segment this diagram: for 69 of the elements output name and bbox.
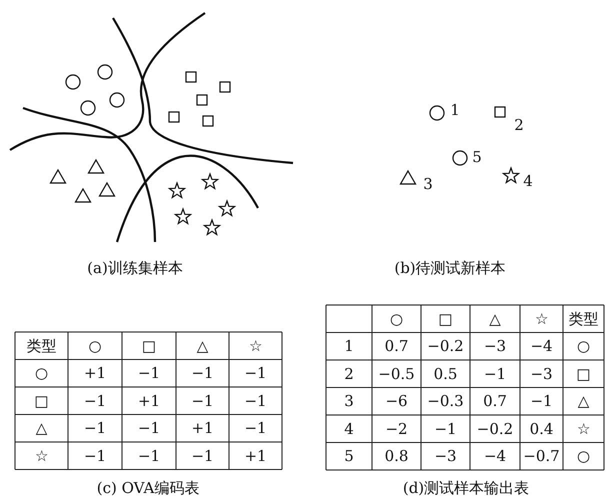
table-value: −1: [84, 420, 106, 436]
table-value: −3: [434, 448, 457, 464]
table-value: −1: [191, 392, 214, 409]
row-header: 1: [344, 338, 354, 354]
table-value: −0.3: [427, 393, 464, 410]
column-header: △: [196, 338, 208, 354]
row-header: □: [576, 366, 591, 382]
row-header: ☆: [577, 420, 590, 437]
table-value: −1: [244, 365, 267, 382]
table-value: 0.4: [530, 420, 554, 437]
sample-number: 2: [514, 116, 524, 134]
row-header: 4: [344, 420, 354, 437]
column-header: △: [489, 310, 501, 327]
table-value: −0.2: [476, 420, 514, 437]
column-header: ☆: [535, 310, 548, 327]
row-header: 5: [344, 448, 354, 464]
row-header: △: [578, 393, 590, 410]
table-value: +1: [191, 420, 214, 436]
row-header: ○: [576, 338, 590, 354]
column-header: ○: [390, 310, 404, 327]
table-value: −1: [191, 448, 214, 464]
table-value: −1: [138, 448, 160, 464]
table-value: +1: [244, 448, 267, 464]
column-header: ☆: [249, 338, 262, 354]
row-header: △: [36, 420, 48, 436]
table-value: −1: [244, 420, 267, 436]
table-value: −1: [191, 365, 214, 382]
table-value: 0.7: [384, 338, 408, 354]
table-value: +1: [84, 365, 106, 382]
table-value: +1: [138, 392, 160, 409]
table-value: −1: [530, 393, 553, 410]
table-value: 0.7: [483, 393, 507, 410]
sample-number: 5: [472, 148, 482, 166]
table-value: −0.5: [378, 366, 415, 382]
column-header: □: [142, 338, 156, 354]
table-value: −1: [434, 420, 457, 437]
table-value: −4: [484, 448, 506, 464]
row-header: ○: [576, 448, 590, 464]
table-value: 0.5: [434, 366, 458, 382]
table-value: −1: [84, 448, 106, 464]
table-value: −3: [530, 366, 553, 382]
column-header: 类型: [568, 310, 598, 327]
table-value: −2: [385, 420, 408, 437]
table-value: −1: [138, 420, 160, 436]
row-header: ○: [34, 365, 48, 382]
column-header: □: [438, 310, 453, 327]
table-value: −0.2: [427, 338, 464, 354]
table-value: −1: [484, 366, 506, 382]
panel-caption: (c) OVA编码表: [96, 480, 200, 496]
row-header: 3: [344, 393, 354, 410]
panel-caption: (d)测试样本输出表: [402, 480, 530, 496]
table-value: −4: [530, 338, 553, 354]
table-value: 0.8: [384, 448, 408, 464]
table-value: −1: [138, 365, 160, 382]
table-value: −1: [244, 392, 267, 409]
column-header: 类型: [26, 338, 56, 354]
row-header: 2: [344, 366, 354, 382]
sample-number: 1: [450, 102, 460, 118]
sample-number: 3: [423, 176, 433, 192]
row-header: ☆: [35, 448, 48, 464]
column-header: ○: [88, 338, 102, 354]
table-value: −0.7: [523, 448, 560, 464]
table-value: −6: [385, 393, 408, 410]
row-header: □: [34, 392, 49, 409]
panel-caption: (a)训练集样本: [87, 260, 183, 276]
sample-number: 4: [523, 172, 533, 190]
table-value: −3: [484, 338, 506, 354]
table-value: −1: [84, 392, 106, 409]
panel-caption: (b)待测试新样本: [394, 260, 506, 276]
